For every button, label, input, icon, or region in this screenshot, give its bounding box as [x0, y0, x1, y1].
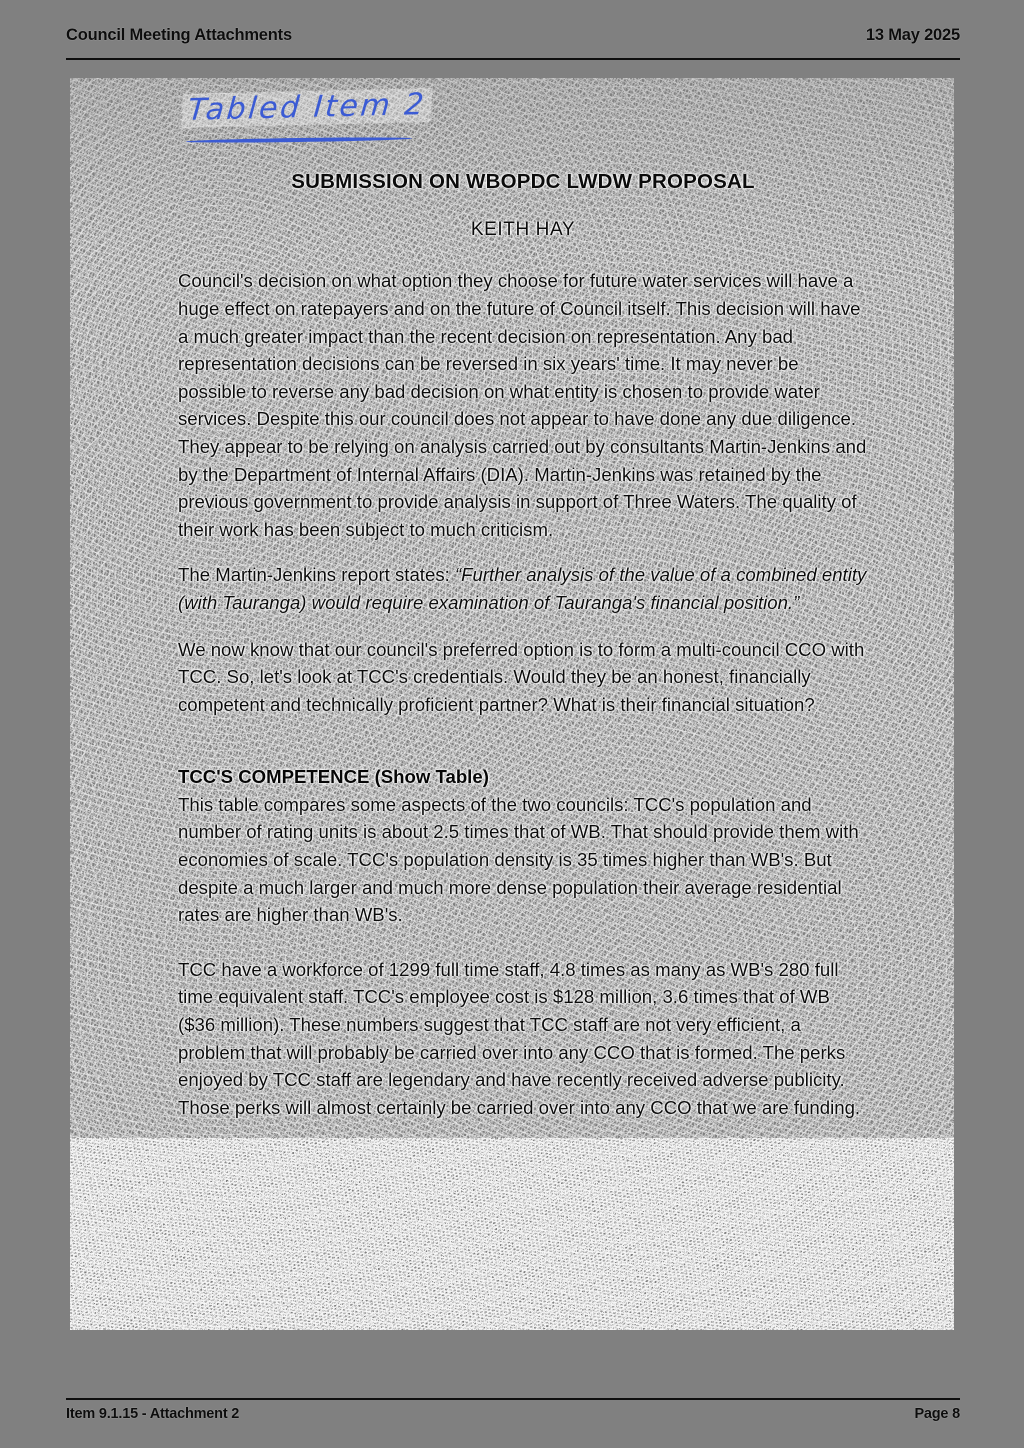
- footer-page-number: Page 8: [914, 1406, 960, 1422]
- handwritten-underline: [185, 136, 413, 144]
- handwritten-annotation-text: Tabled Item 2: [180, 87, 434, 128]
- document-title: SUBMISSION ON WBOPDC LWDW PROPOSAL: [291, 170, 755, 193]
- paragraph-spacer: [178, 736, 868, 763]
- footer-item-reference: Item 9.1.15 - Attachment 2: [66, 1406, 240, 1422]
- header-title-left: Council Meeting Attachments: [66, 26, 292, 44]
- page-header: Council Meeting Attachments 13 May 2025: [66, 26, 960, 60]
- paragraph-martin-jenkins-quote: The Martin-Jenkins report states: “Furth…: [178, 561, 868, 616]
- header-date-right: 13 May 2025: [865, 26, 960, 44]
- paragraph-preferred-option: We now know that our council's preferred…: [178, 638, 865, 715]
- quote-text: “Further analysis of the value of a comb…: [178, 564, 867, 613]
- heading-tcc-competence: TCC'S COMPETENCE (Show Table): [178, 766, 489, 788]
- scanned-page-sheet: Tabled Item 2 SUBMISSION ON WBOPDC LWDW …: [70, 78, 954, 1330]
- quote-lead-in: The Martin-Jenkins report states:: [178, 564, 455, 586]
- handwritten-annotation: Tabled Item 2: [180, 87, 434, 144]
- document-body: SUBMISSION ON WBOPDC LWDW PROPOSAL KEITH…: [178, 170, 868, 1139]
- page-footer: Item 9.1.15 - Attachment 2 Page 8: [66, 1398, 960, 1432]
- document-author: KEITH HAY: [470, 218, 576, 240]
- paragraph-workforce: TCC have a workforce of 1299 full time s…: [178, 958, 861, 1118]
- paragraph-intro: Council's decision on what option they c…: [178, 270, 867, 540]
- paragraph-spacer-2: [178, 929, 868, 956]
- scan-noise-dense-bottom: [70, 1138, 954, 1330]
- paragraph-table-comparison: This table compares some aspects of the …: [178, 793, 859, 926]
